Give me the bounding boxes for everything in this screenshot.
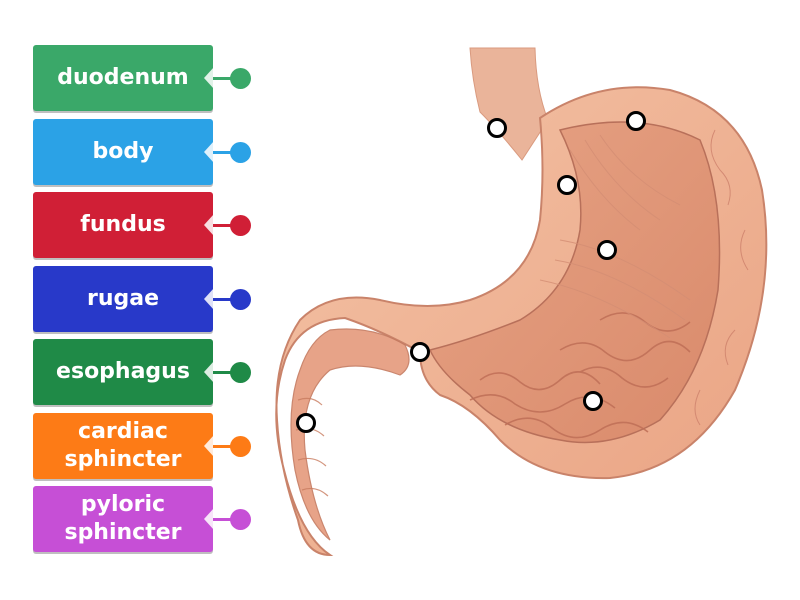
stomach-diagram [262,40,782,570]
tile-notch [204,508,214,530]
tile-notch [204,214,214,236]
label-text: cardiac sphincter [64,419,182,472]
label-tile-duodenum[interactable]: duodenum [33,45,251,111]
esophagus-shape [469,47,549,161]
label-tile-pyloric-sphincter[interactable]: pyloric sphincter [33,486,251,552]
tile-notch [204,435,214,457]
connector-line [213,371,237,374]
connector-line [213,224,237,227]
label-tile-cardiac-sphincter[interactable]: cardiac sphincter [33,413,251,479]
stomach-interior [428,121,721,444]
stomach-illustration [275,47,768,557]
label-text: duodenum [57,65,189,90]
drop-target-5[interactable] [410,342,430,362]
drop-target-6[interactable] [583,391,603,411]
drop-target-1[interactable] [487,118,507,138]
label-text: rugae [86,286,160,311]
tile-notch [204,67,214,89]
blood-vessels [694,129,749,426]
connector-line [213,445,237,448]
label-tile-fundus[interactable]: fundus [33,192,251,258]
connector-dot[interactable] [230,215,251,236]
label-text: body [92,139,154,164]
connector-dot[interactable] [230,362,251,383]
connector-dot[interactable] [230,509,251,530]
connector-dot[interactable] [230,289,251,310]
label-tile-esophagus[interactable]: esophagus [33,339,251,405]
tile-notch [204,288,214,310]
label-text: pyloric sphincter [64,492,182,545]
label-text: esophagus [56,359,190,384]
tile-notch [204,141,214,163]
label-text: fundus [80,212,166,237]
drop-target-2[interactable] [626,111,646,131]
drop-target-4[interactable] [597,240,617,260]
connector-line [213,151,237,154]
label-tile-rugae[interactable]: rugae [33,266,251,332]
connector-dot[interactable] [230,436,251,457]
tile-notch [204,361,214,383]
connector-line [213,77,237,80]
connector-dot[interactable] [230,142,251,163]
connector-line [213,298,237,301]
connector-line [213,518,237,521]
muscle-striations [539,134,691,339]
connector-dot[interactable] [230,68,251,89]
duodenum-interior [290,328,410,541]
drop-target-7[interactable] [296,413,316,433]
label-tile-body[interactable]: body [33,119,251,185]
drop-target-3[interactable] [557,175,577,195]
